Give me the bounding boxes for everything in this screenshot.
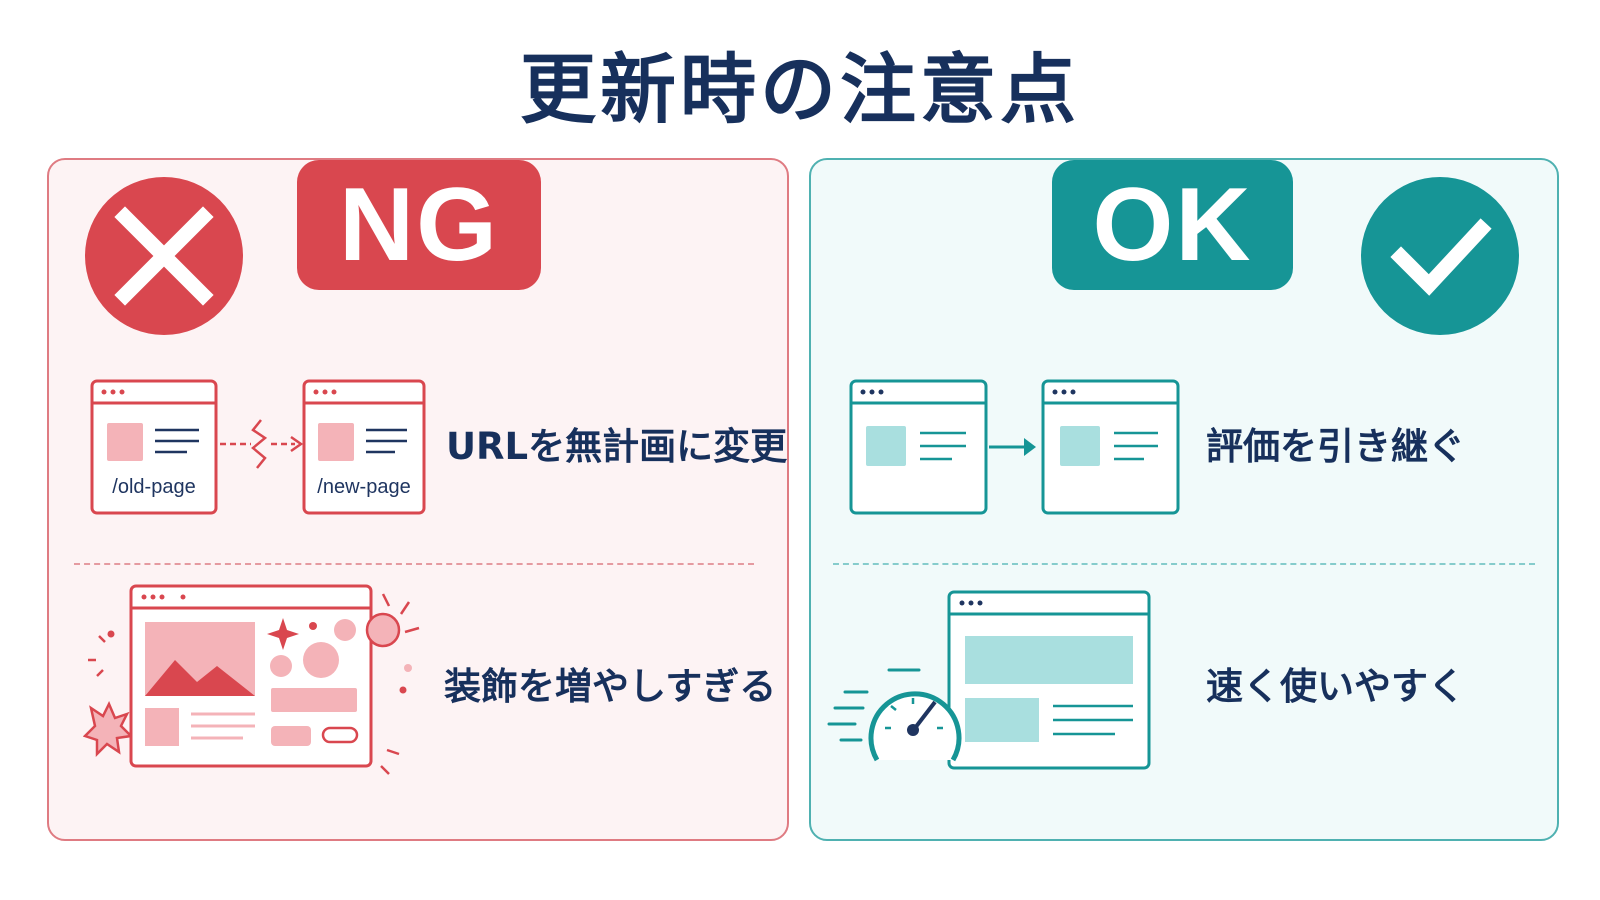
ok-item-label-redirect: 評価を引き継ぐ — [1206, 425, 1465, 468]
ng-item-label-url: URLを無計画に変更 — [446, 425, 788, 468]
old-url-text: /old-page — [112, 476, 195, 498]
fast-page-window — [947, 590, 1151, 770]
redirect-illustration — [849, 379, 1180, 515]
broken-redirect-illustration: /old-page /new-page — [90, 379, 426, 515]
source-page-window — [849, 379, 988, 515]
speed-lines-icon — [827, 668, 921, 742]
speedometer-page-illustration — [827, 590, 1151, 770]
arrow-right-icon — [989, 438, 1036, 456]
ng-panel: NG /old-page /n — [47, 158, 789, 841]
old-page-window: /old-page — [90, 379, 218, 515]
ng-badge: NG — [297, 160, 541, 290]
ok-badge: OK — [1052, 160, 1293, 290]
speedometer-icon — [868, 691, 962, 762]
ok-panel: OK 評価を引き継ぐ — [809, 158, 1559, 841]
over-decorated-page-illustration — [83, 584, 420, 775]
new-page-window: /new-page — [302, 379, 426, 515]
ng-divider — [74, 563, 754, 565]
ok-item-label-speed: 速く使いやすく — [1206, 665, 1465, 708]
new-url-text: /new-page — [317, 476, 410, 498]
checkmark-icon — [1361, 177, 1519, 335]
target-page-window — [1041, 379, 1180, 515]
x-mark-icon — [85, 177, 243, 335]
ok-divider — [833, 563, 1535, 565]
broken-arrow-icon — [220, 419, 304, 469]
page-title: 更新時の注意点 — [520, 45, 1080, 134]
ng-item-label-decoration: 装飾を増やしすぎる — [444, 665, 777, 708]
